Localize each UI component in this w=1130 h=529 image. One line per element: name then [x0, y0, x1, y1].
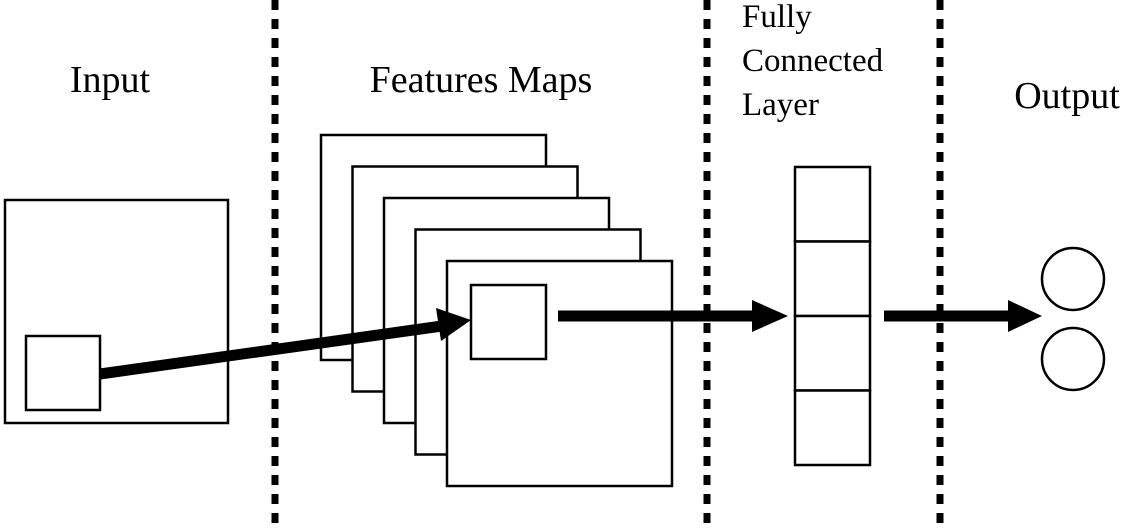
input-image	[3, 198, 230, 425]
fc-cell-4	[793, 389, 872, 467]
output-node-2	[1040, 326, 1106, 392]
fully-connected-layer	[793, 165, 872, 467]
fc-cell-3	[793, 314, 872, 392]
output-node-1	[1040, 246, 1106, 312]
output-label: Output	[1014, 75, 1120, 117]
feature-maps-label: Features Maps	[370, 59, 593, 101]
arrow-features-to-fc	[558, 300, 788, 332]
fully-connected-label-line-1: Fully	[742, 0, 812, 35]
arrow-fc-to-output	[884, 300, 1042, 332]
arrow-head	[752, 300, 788, 332]
input-label: Input	[70, 59, 151, 101]
fully-connected-label: Fully Connected Layer	[742, 0, 884, 123]
feature-map-kernel	[469, 283, 548, 361]
arrow-head	[436, 308, 471, 341]
fully-connected-label-line-2: Connected	[742, 43, 884, 79]
arrow-input-to-features	[99, 308, 471, 380]
arrow-head	[1008, 300, 1042, 332]
section-dividers	[271, 0, 944, 529]
arrow-shaft	[99, 320, 443, 380]
input-receptive-field	[24, 334, 102, 412]
fully-connected-label-line-3: Layer	[742, 87, 819, 123]
fc-cell-1	[793, 165, 872, 243]
output-nodes	[1040, 246, 1106, 392]
fc-cell-2	[793, 240, 872, 318]
